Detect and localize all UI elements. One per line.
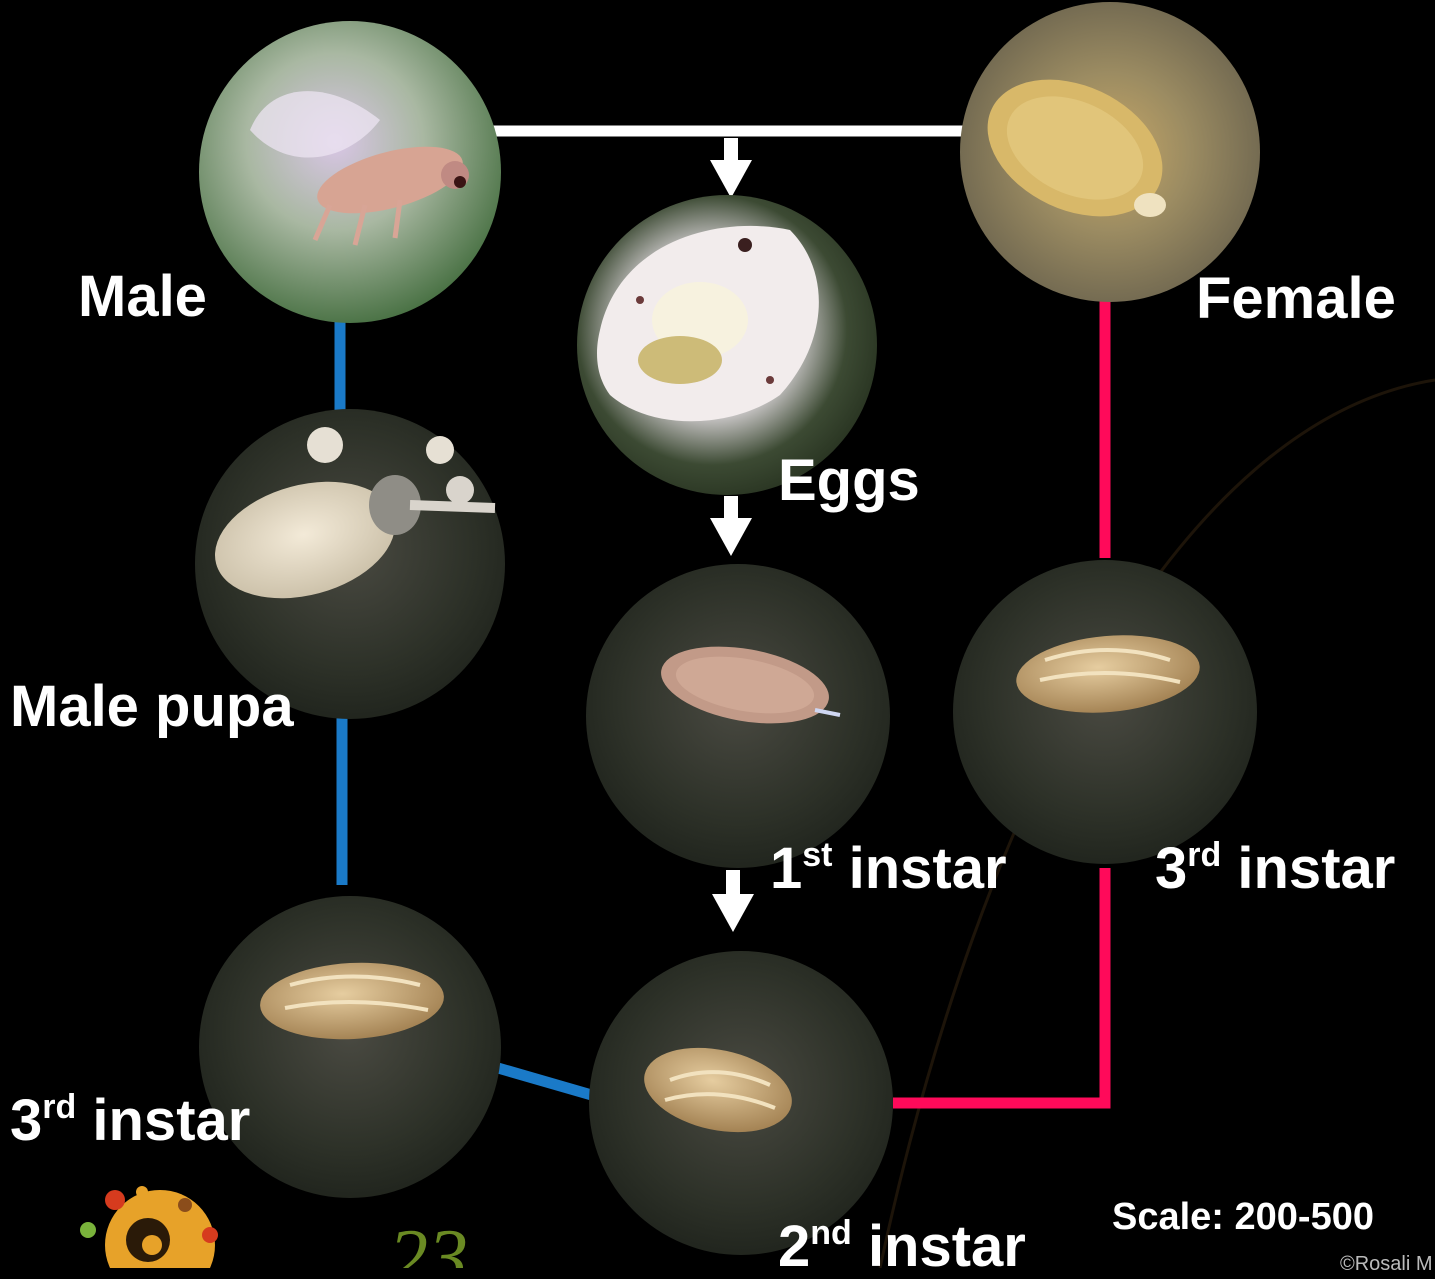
third-instar-right-word: instar — [1237, 836, 1395, 901]
second-instar-number: 2 — [778, 1214, 810, 1279]
label-second-instar: 2nd instar — [778, 1218, 1026, 1276]
third-instar-right-photo — [953, 560, 1257, 864]
second-instar-photo — [589, 951, 893, 1255]
first-instar-suffix: st — [802, 836, 832, 874]
copyright-text: ©Rosali M — [1340, 1254, 1433, 1274]
arrow-down-icon — [710, 138, 752, 198]
arrow-down-icon — [712, 870, 754, 932]
label-third-instar-right: 3rd instar — [1155, 840, 1395, 898]
logo-emblem — [80, 1186, 218, 1268]
scale-text: Scale: 200-500 — [1112, 1198, 1374, 1236]
arrow-down-icon — [710, 496, 752, 556]
third-instar-left-word: instar — [92, 1088, 250, 1153]
male-line-bottom — [498, 1068, 595, 1096]
second-instar-word: instar — [868, 1214, 1026, 1279]
third-instar-left-number: 3 — [10, 1088, 42, 1153]
third-instar-right-number: 3 — [1155, 836, 1187, 901]
third-instar-left-suffix: rd — [42, 1088, 76, 1126]
label-third-instar-left: 3rd instar — [10, 1092, 250, 1150]
label-male: Male — [78, 268, 207, 326]
male-pupa-photo — [195, 409, 505, 719]
first-instar-word: instar — [849, 836, 1007, 901]
logo-number: 23 — [388, 1214, 468, 1268]
label-eggs: Eggs — [778, 452, 920, 510]
female-adult-photo — [960, 2, 1260, 302]
label-first-instar: 1st instar — [770, 840, 1007, 898]
third-instar-right-suffix: rd — [1187, 836, 1221, 874]
first-instar-number: 1 — [770, 836, 802, 901]
label-male-pupa: Male pupa — [10, 678, 294, 736]
label-female: Female — [1196, 270, 1396, 328]
second-instar-suffix: nd — [810, 1214, 852, 1252]
female-line-bottom — [893, 868, 1105, 1103]
first-instar-photo — [586, 564, 890, 868]
male-adult-photo — [199, 21, 501, 323]
